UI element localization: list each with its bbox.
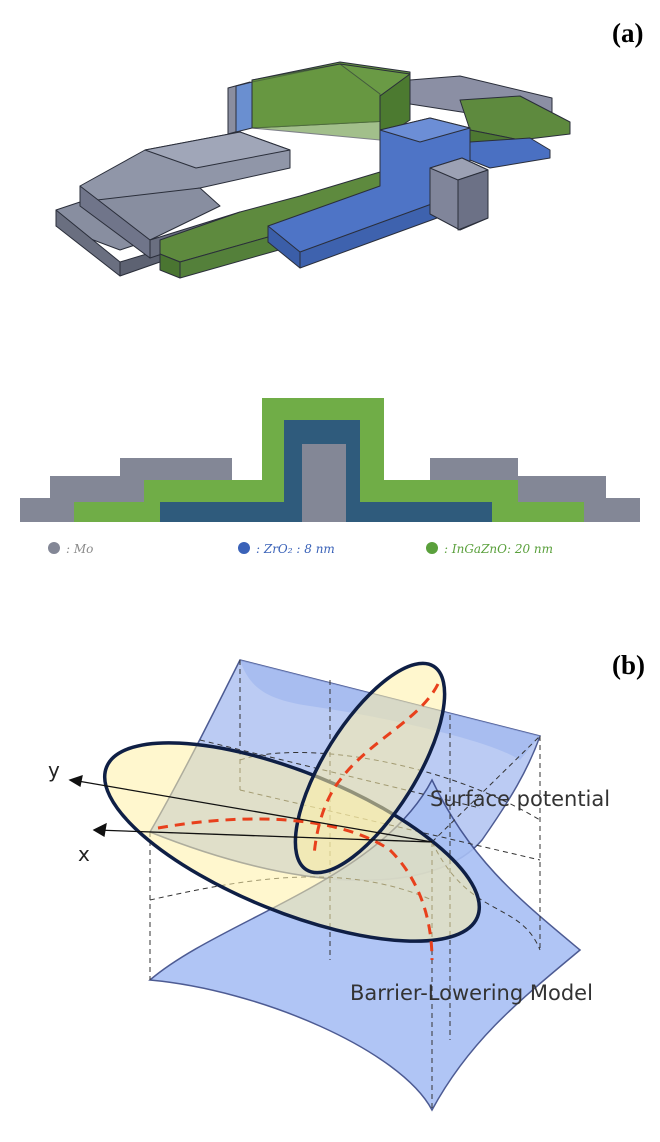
panel-label-a: (a) bbox=[612, 18, 644, 48]
barrier-lowering-label: Barrier-Lowering Model bbox=[350, 981, 593, 1005]
legend-zro2-text: : ZrO₂ : 8 nm bbox=[256, 542, 335, 556]
surface-ellipse bbox=[293, 661, 447, 875]
front-mo-gate bbox=[429, 157, 489, 231]
x-axis-label: x bbox=[78, 842, 90, 866]
legend-mo-marker bbox=[48, 542, 60, 554]
mo-gate-cross bbox=[302, 444, 346, 522]
panel-label-b: (b) bbox=[612, 650, 645, 680]
legend-zro2-marker bbox=[238, 542, 250, 554]
x-axis-arrow bbox=[92, 822, 107, 838]
x-axis-line bbox=[95, 829, 433, 843]
surface-potential-label: Surface potential bbox=[430, 787, 610, 811]
legend-mo-text: : Mo bbox=[66, 542, 93, 556]
back-mo-pad bbox=[227, 81, 253, 135]
legend: : Mo : ZrO₂ : 8 nm : InGaZnO: 20 nm bbox=[48, 542, 553, 556]
axes bbox=[68, 775, 433, 843]
igzo-channel-block bbox=[251, 61, 411, 141]
legend-igzo-text: : InGaZnO: 20 nm bbox=[444, 542, 553, 556]
y-axis-arrow bbox=[68, 775, 83, 788]
legend-igzo-marker bbox=[426, 542, 438, 554]
y-axis-line bbox=[71, 779, 433, 843]
potential-curves bbox=[157, 683, 440, 961]
y-axis-label: y bbox=[48, 758, 60, 782]
